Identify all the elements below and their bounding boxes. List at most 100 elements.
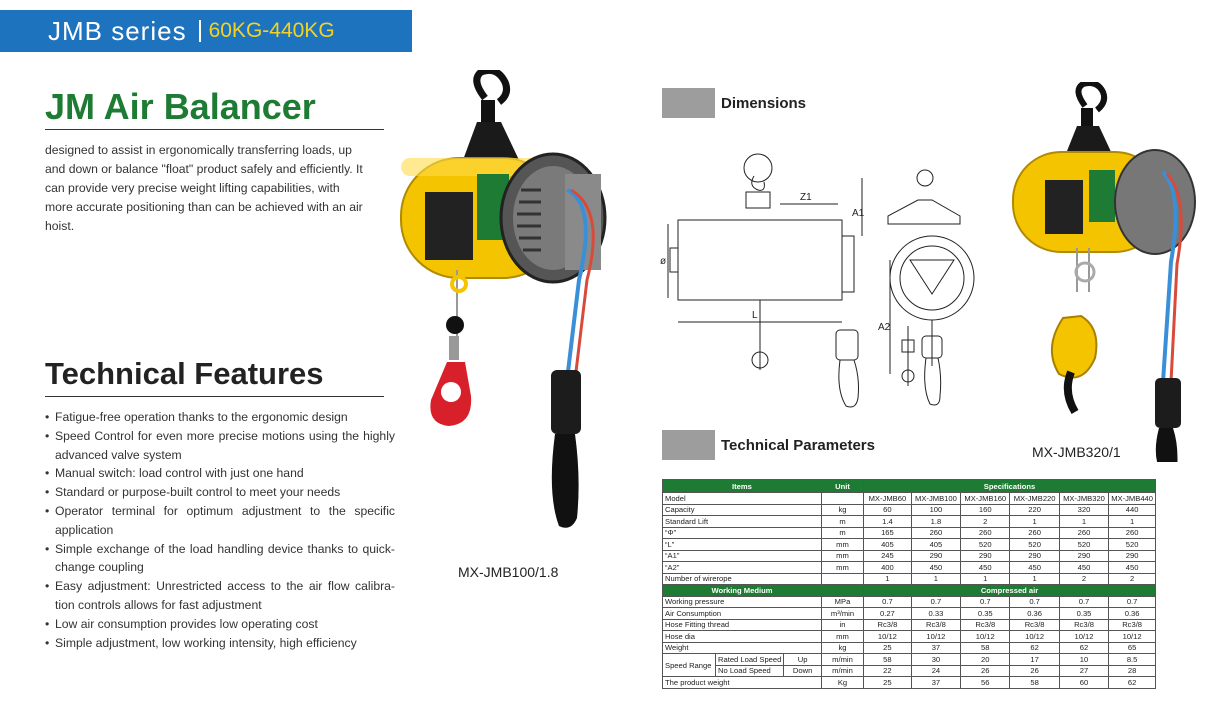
table-cell: 2 bbox=[1058, 572, 1110, 585]
table-cell: 405 bbox=[910, 538, 962, 551]
table-cell: 62 bbox=[1108, 676, 1156, 689]
table-cell: 450 bbox=[1058, 561, 1110, 574]
table-cell: 0.36 bbox=[1108, 607, 1156, 620]
table-cell: 290 bbox=[1058, 549, 1110, 562]
table-cell: 0.7 bbox=[1058, 595, 1110, 608]
table-cell: 60 bbox=[863, 503, 912, 516]
row-unit: m/min bbox=[820, 653, 865, 666]
table-cell: 1 bbox=[1058, 515, 1110, 528]
dimensions-drawing: ø Z1 A1 A2 L bbox=[660, 153, 975, 408]
table-cell: Rc3/8 bbox=[1058, 618, 1110, 631]
row-label: Capacity bbox=[662, 503, 822, 516]
feature-item: Simple adjustment, low working intensity… bbox=[45, 634, 395, 653]
table-cell: 260 bbox=[910, 526, 962, 539]
table-cell: 0.35 bbox=[1058, 607, 1110, 620]
table-cell: Rc3/8 bbox=[863, 618, 912, 631]
feature-item: Standard or purpose-built control to mee… bbox=[45, 483, 395, 502]
row-label: Weight bbox=[662, 641, 822, 654]
dim-l-label: L bbox=[752, 310, 758, 321]
title-divider bbox=[45, 129, 384, 130]
row-label: “Φ” bbox=[662, 526, 822, 539]
table-cell: 260 bbox=[960, 526, 1011, 539]
table-cell: 520 bbox=[1108, 538, 1156, 551]
table-cell: 8.5 bbox=[1108, 653, 1156, 666]
speed-type-label: Rated Load Speed bbox=[714, 653, 785, 666]
table-cell: 260 bbox=[1108, 526, 1156, 539]
section-marker bbox=[662, 88, 715, 118]
table-cell: 26 bbox=[960, 664, 1011, 677]
table-cell: 62 bbox=[1058, 641, 1110, 654]
table-cell: 450 bbox=[960, 561, 1011, 574]
table-cell: 290 bbox=[960, 549, 1011, 562]
table-cell: 60 bbox=[1058, 676, 1110, 689]
table-cell: 10/12 bbox=[1058, 630, 1110, 643]
feature-item: Manual switch: load control with just on… bbox=[45, 464, 395, 483]
table-cell: 290 bbox=[910, 549, 962, 562]
speed-type-label: No Load Speed bbox=[714, 664, 785, 677]
row-unit: m/min bbox=[820, 664, 865, 677]
table-cell: 56 bbox=[960, 676, 1011, 689]
table-cell: MX-JMB60 bbox=[863, 492, 912, 505]
table-cell: 260 bbox=[1009, 526, 1060, 539]
caption-right: MX-JMB320/1 bbox=[1032, 444, 1121, 460]
dim-phi-label: ø bbox=[660, 256, 666, 267]
speed-range-label: Speed Range bbox=[662, 653, 716, 677]
table-cell: 0.33 bbox=[910, 607, 962, 620]
row-unit bbox=[820, 492, 865, 505]
table-cell: 2 bbox=[960, 515, 1011, 528]
table-cell: 450 bbox=[910, 561, 962, 574]
parameters-title: Technical Parameters bbox=[721, 436, 875, 454]
speed-direction: Up bbox=[783, 653, 822, 666]
dim-a2-label: A2 bbox=[878, 322, 891, 333]
row-unit: in bbox=[820, 618, 865, 631]
header-items: Items bbox=[662, 479, 822, 493]
table-cell: 1 bbox=[1009, 572, 1060, 585]
table-cell: Rc3/8 bbox=[1009, 618, 1060, 631]
table-cell: 0.7 bbox=[1108, 595, 1156, 608]
table-cell: MX-JMB320 bbox=[1058, 492, 1110, 505]
table-cell: 20 bbox=[960, 653, 1011, 666]
table-cell: 0.7 bbox=[863, 595, 912, 608]
row-unit: mm bbox=[820, 549, 865, 562]
row-label: Working pressure bbox=[662, 595, 822, 608]
series-banner: JMB series 60KG-440KG bbox=[0, 10, 412, 52]
table-cell: 0.27 bbox=[863, 607, 912, 620]
table-cell: 320 bbox=[1058, 503, 1110, 516]
table-cell: 520 bbox=[960, 538, 1011, 551]
table-cell: 440 bbox=[1108, 503, 1156, 516]
row-label: Air Consumption bbox=[662, 607, 822, 620]
table-cell: 1 bbox=[1009, 515, 1060, 528]
table-cell: 25 bbox=[863, 641, 912, 654]
table-cell: 30 bbox=[910, 653, 962, 666]
table-cell: 0.35 bbox=[960, 607, 1011, 620]
dim-z1-label: Z1 bbox=[800, 192, 812, 203]
table-cell: 58 bbox=[960, 641, 1011, 654]
series-name: JMB series bbox=[48, 15, 187, 46]
table-cell: 25 bbox=[863, 676, 912, 689]
table-cell: 10 bbox=[1058, 653, 1110, 666]
feature-item: Simple exchange of the load handling dev… bbox=[45, 540, 395, 578]
product-title: JM Air Balancer bbox=[45, 86, 316, 127]
table-cell: 400 bbox=[863, 561, 912, 574]
table-cell: 10/12 bbox=[960, 630, 1011, 643]
table-cell: 1 bbox=[910, 572, 962, 585]
row-unit: mm bbox=[820, 538, 865, 551]
table-cell: 26 bbox=[1009, 664, 1060, 677]
header-unit: Unit bbox=[820, 479, 865, 493]
row-label: “L” bbox=[662, 538, 822, 551]
row-unit bbox=[820, 572, 865, 585]
row-label: Standard Lift bbox=[662, 515, 822, 528]
table-cell: MX-JMB100 bbox=[910, 492, 962, 505]
table-cell: 405 bbox=[863, 538, 912, 551]
feature-item: Operator terminal for optimum adjustment… bbox=[45, 502, 395, 540]
table-cell: 58 bbox=[1009, 676, 1060, 689]
air-balancer-image-right bbox=[1012, 82, 1196, 462]
